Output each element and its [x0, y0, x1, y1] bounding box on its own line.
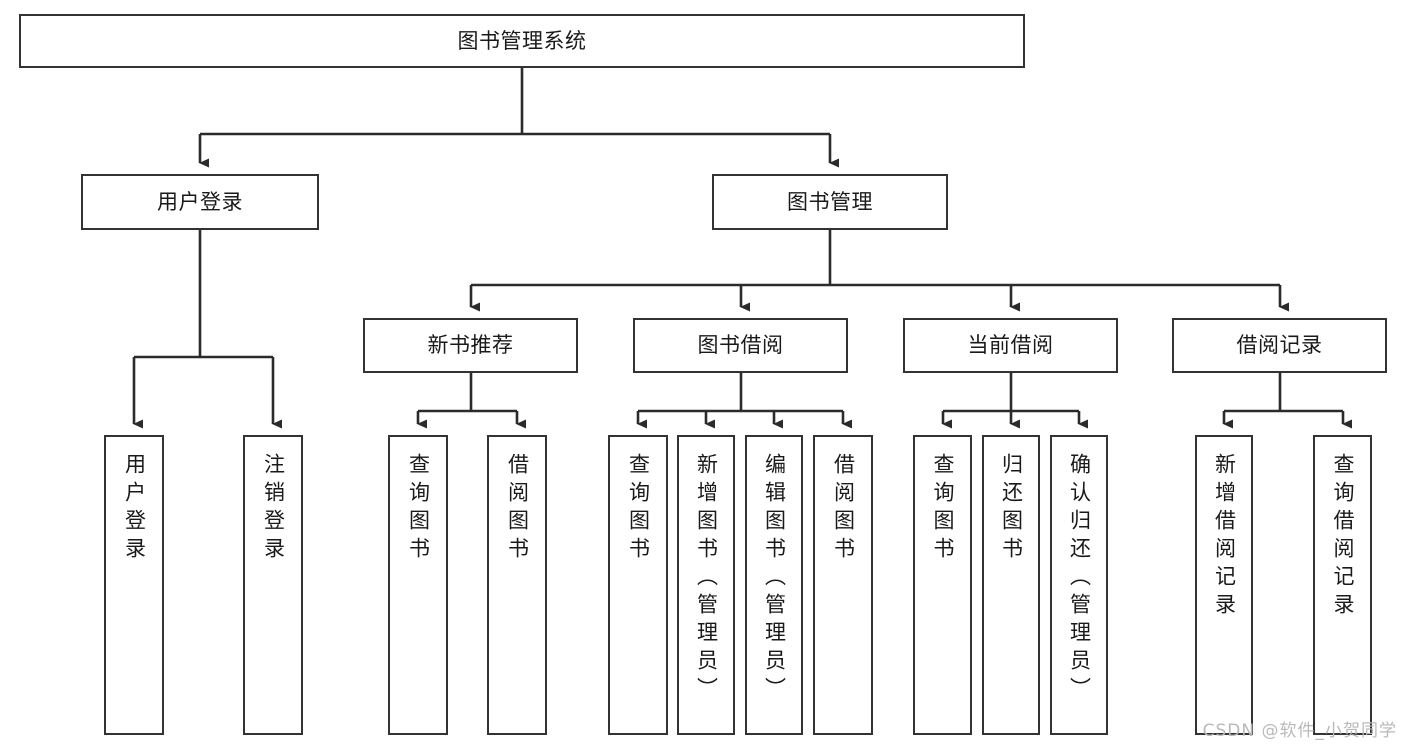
- node-leaf-query-record[interactable]: 查询借阅记录: [1313, 435, 1372, 735]
- node-label: 当前借阅: [967, 333, 1054, 358]
- node-leaf-return-book[interactable]: 归还图书: [982, 435, 1040, 735]
- node-label: 图书管理系统: [457, 28, 587, 53]
- node-leaf-logout[interactable]: 注销登录: [243, 435, 303, 735]
- node-user-login[interactable]: 用户登录: [81, 174, 319, 230]
- node-borrow-record[interactable]: 借阅记录: [1172, 318, 1387, 373]
- node-current-borrow[interactable]: 当前借阅: [903, 318, 1118, 373]
- node-leaf-borrow-book[interactable]: 借阅图书: [813, 435, 873, 735]
- node-label: 归还图书: [999, 453, 1024, 565]
- node-label: 图书借阅: [697, 333, 784, 358]
- node-leaf-add-record[interactable]: 新增借阅记录: [1195, 435, 1253, 735]
- node-label: 借阅图书: [831, 453, 856, 565]
- node-label: 借阅记录: [1236, 333, 1323, 358]
- node-leaf-query-book-rec[interactable]: 查询图书: [388, 435, 448, 735]
- node-book-manage[interactable]: 图书管理: [712, 174, 948, 230]
- node-leaf-edit-book[interactable]: 编辑图书（管理员）: [745, 435, 803, 735]
- node-leaf-borrow-book-rec[interactable]: 借阅图书: [487, 435, 547, 735]
- node-leaf-user-login[interactable]: 用户登录: [104, 435, 164, 735]
- node-root[interactable]: 图书管理系统: [19, 14, 1025, 68]
- node-label: 新增图书（管理员）: [694, 453, 719, 705]
- node-book-borrow[interactable]: 图书借阅: [633, 318, 848, 373]
- node-leaf-query-book-cur[interactable]: 查询图书: [913, 435, 972, 735]
- node-leaf-confirm-return[interactable]: 确认归还（管理员）: [1050, 435, 1108, 735]
- node-leaf-add-book[interactable]: 新增图书（管理员）: [677, 435, 735, 735]
- node-label: 确认归还（管理员）: [1067, 453, 1092, 705]
- node-label: 编辑图书（管理员）: [762, 453, 787, 705]
- node-leaf-query-book-borrow[interactable]: 查询图书: [608, 435, 668, 735]
- node-label: 查询图书: [626, 453, 651, 565]
- node-label: 新增借阅记录: [1212, 453, 1237, 621]
- node-label: 用户登录: [157, 189, 243, 214]
- node-label: 新书推荐: [427, 333, 514, 358]
- node-label: 图书管理: [787, 189, 873, 214]
- node-label: 借阅图书: [505, 453, 530, 565]
- node-label: 用户登录: [122, 453, 147, 565]
- node-new-book-recommend[interactable]: 新书推荐: [363, 318, 578, 373]
- node-label: 注销登录: [261, 453, 286, 565]
- node-label: 查询借阅记录: [1331, 453, 1355, 621]
- node-label: 查询图书: [406, 453, 431, 565]
- node-label: 查询图书: [931, 453, 955, 565]
- csdn-watermark: CSDN @软件_小贺同学: [1202, 721, 1397, 741]
